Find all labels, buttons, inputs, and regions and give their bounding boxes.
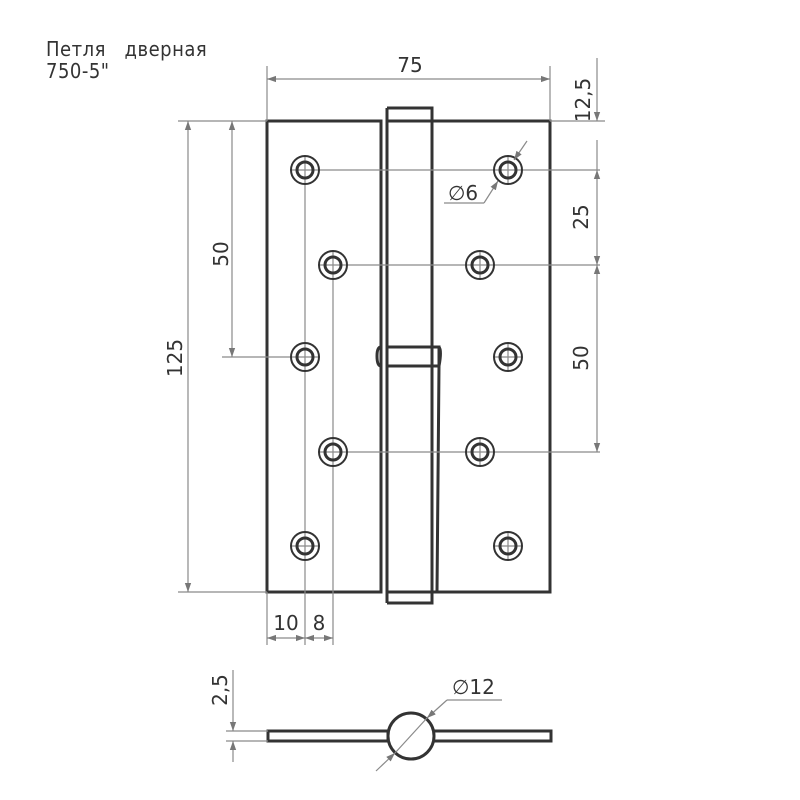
dim-label-dia-6: ∅6 xyxy=(448,181,478,205)
dim-label-25: 25 xyxy=(569,204,593,229)
drawing-title: Петля дверная 750-5" xyxy=(46,38,207,82)
title-line-product: Петля дверная xyxy=(46,37,208,61)
dim-label-125: 125 xyxy=(163,339,187,377)
hole xyxy=(318,250,348,280)
centerlines xyxy=(178,66,605,645)
dim-height-total: 125 xyxy=(163,121,192,592)
dim-top-offset: 12,5 xyxy=(571,58,601,170)
dim-label-10: 10 xyxy=(273,611,298,635)
hole xyxy=(290,155,320,185)
mounting-holes xyxy=(290,155,523,561)
dim-knuckle-diameter: ∅12 xyxy=(375,675,502,772)
knuckle-joint-left-curve xyxy=(375,345,382,368)
hole xyxy=(465,250,495,280)
dim-spacing-50-right: 50 xyxy=(569,265,601,452)
dim-label-50-left: 50 xyxy=(209,241,233,266)
hole xyxy=(493,155,523,185)
dim-label-dia-12: ∅12 xyxy=(452,675,495,699)
dim-spacing-50-left: 50 xyxy=(209,121,236,357)
hole xyxy=(493,342,523,372)
hinge-side-view xyxy=(266,711,553,761)
knuckle-upper xyxy=(387,106,434,592)
dim-label-2-5: 2,5 xyxy=(208,674,232,706)
hole xyxy=(290,531,320,561)
hole xyxy=(465,437,495,467)
dim-hole-diameter: ∅6 xyxy=(444,140,528,205)
hole xyxy=(290,342,320,372)
side-right-leaf xyxy=(431,729,553,743)
dim-label-75: 75 xyxy=(397,53,422,77)
hole xyxy=(493,531,523,561)
dim-edge-offsets: 10 8 xyxy=(267,611,333,642)
dim-spacing-25: 25 xyxy=(569,170,601,265)
knuckle-lower xyxy=(387,592,434,605)
side-left-leaf xyxy=(266,729,390,743)
knuckle-joint-right-curve xyxy=(435,345,442,593)
dim-thickness: 2,5 xyxy=(208,670,268,762)
dim-label-50-right: 50 xyxy=(569,345,593,370)
right-leaf-plate xyxy=(432,119,552,594)
hole xyxy=(318,437,348,467)
dim-label-12-5: 12,5 xyxy=(571,78,595,123)
dim-label-8: 8 xyxy=(313,611,326,635)
dim-width-total: 75 xyxy=(267,53,550,83)
title-line-model: 750-5" xyxy=(46,59,110,83)
